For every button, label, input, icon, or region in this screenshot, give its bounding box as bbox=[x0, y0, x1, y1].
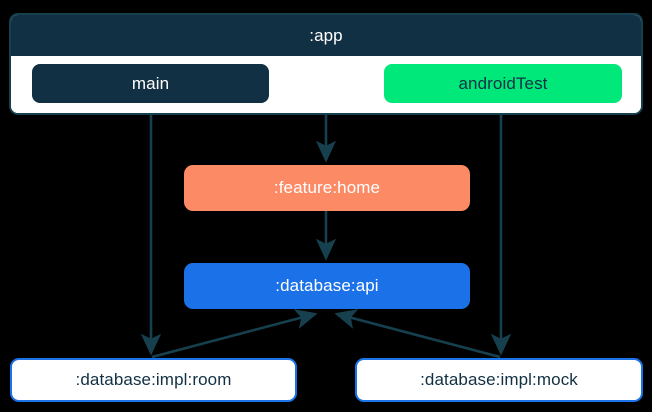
source-set-main[interactable]: main bbox=[32, 64, 269, 103]
node-feature-home[interactable]: :feature:home bbox=[184, 165, 470, 211]
app-source-set-row: main androidTest bbox=[11, 56, 641, 113]
source-set-androidtest[interactable]: androidTest bbox=[384, 64, 622, 103]
node-database-api[interactable]: :database:api bbox=[184, 263, 470, 309]
edge-database-impl-mock-to-database-api bbox=[334, 309, 501, 359]
edge-database-impl-room-to-database-api bbox=[151, 309, 318, 359]
app-module-label: :app bbox=[11, 15, 641, 56]
node-database-impl-room[interactable]: :database:impl:room bbox=[10, 358, 297, 402]
app-module-cluster[interactable]: :app main androidTest bbox=[9, 13, 643, 115]
node-database-impl-mock[interactable]: :database:impl:mock bbox=[355, 358, 643, 402]
